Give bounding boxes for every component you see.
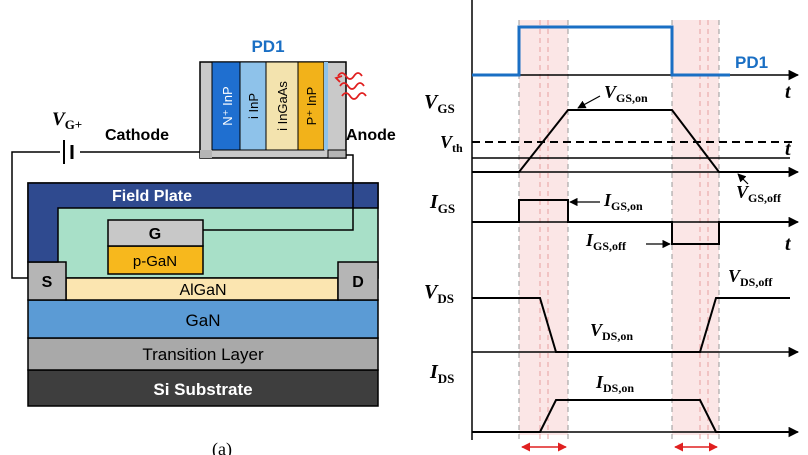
vgs-waveform <box>472 109 790 173</box>
vds-off-label: VDS,off <box>728 266 773 289</box>
vds-label: VDS <box>424 281 454 306</box>
igs-off-label: IGS,off <box>585 230 627 253</box>
gate-contact <box>107 219 204 247</box>
gate-to-anode-wire <box>203 154 354 231</box>
p-gan-layer <box>107 245 204 275</box>
si-substrate-label: Si Substrate <box>153 380 252 399</box>
pd-anode-contact <box>327 149 347 159</box>
vgs-off-label: VGS,off <box>736 182 782 205</box>
pd-top-contact <box>324 62 328 150</box>
pd1-title: PD1 <box>251 37 284 56</box>
igs-on-label: IGS,on <box>603 190 643 213</box>
pd1-waveform <box>472 25 730 77</box>
drain-label: D <box>352 274 364 291</box>
t-label-1: t <box>785 81 792 103</box>
t-label-2: t <box>785 138 792 160</box>
vgs-on-arrow <box>577 95 601 109</box>
pd1-signal-label: PD1 <box>735 53 768 72</box>
pd-i-ingaas-layer <box>265 61 299 151</box>
transition-layer-label: Transition Layer <box>142 345 264 364</box>
cathode-label: Cathode <box>105 127 169 144</box>
pd-p-inp-label: P⁺ InP <box>304 87 319 126</box>
ids-on-label: IDS,on <box>595 372 634 395</box>
light-wave-icon <box>334 72 367 100</box>
pd-i-inp-label: i InP <box>246 93 261 119</box>
caption-a: (a) <box>212 439 232 455</box>
photodiode-pd1: PD1 N⁺ InP i InP i InGaAs P⁺ InP <box>199 37 347 159</box>
t-label-3: t <box>785 233 792 255</box>
vth-label: Vth <box>440 132 463 155</box>
pd-cathode-contact <box>200 150 212 158</box>
anode-label: Anode <box>346 127 396 144</box>
igs-label: IGS <box>429 191 455 216</box>
gan-label: GaN <box>186 311 221 330</box>
turn-on-window <box>519 20 568 435</box>
algan-label: AlGaN <box>179 282 226 299</box>
device-cross-section: Si Substrate Transition Layer GaN AlGaN … <box>11 37 396 455</box>
igs-waveform <box>472 199 790 245</box>
field-plate-label: Field Plate <box>112 188 192 205</box>
pd-n-inp-label: N⁺ InP <box>220 86 235 125</box>
p-gan-label: p-GaN <box>133 253 177 270</box>
vgs-label: VGS <box>424 91 455 116</box>
vgs-on-label: VGS,on <box>604 82 648 105</box>
vgs-off-arrow <box>737 173 749 185</box>
vg-plus-label: VG+ <box>52 109 82 132</box>
turn-off-window <box>672 20 719 435</box>
pd-i-ingaas-label: i InGaAs <box>275 81 290 131</box>
drain-contact <box>337 261 379 301</box>
si-substrate-layer <box>27 369 379 407</box>
source-to-cathode-wire <box>11 151 60 279</box>
pd-p-inp-layer <box>297 61 325 151</box>
field-plate <box>27 182 379 263</box>
transition-layer <box>27 337 379 371</box>
vds-on-label: VDS,on <box>590 320 633 343</box>
source-label: S <box>42 274 53 291</box>
vds-waveform <box>472 297 790 353</box>
timing-guides-red <box>539 20 709 440</box>
ids-waveform <box>472 399 790 433</box>
timing-diagram: PD1 t VGS VGS,on Vth t VGS,off IGS IGS,o… <box>424 0 800 452</box>
gate-label: G <box>149 226 161 243</box>
pd-i-inp-layer <box>239 61 267 151</box>
ids-label: IDS <box>429 361 454 386</box>
